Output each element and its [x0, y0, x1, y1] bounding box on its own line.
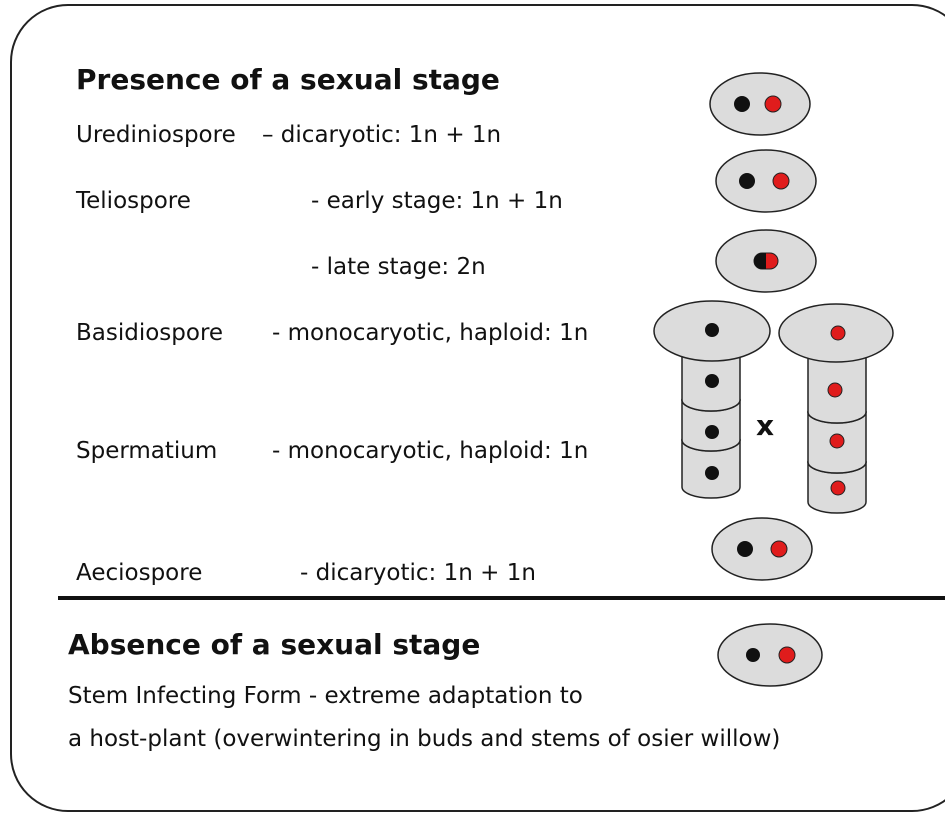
cross-symbol: x — [756, 409, 774, 442]
left-spore-chain-icon — [654, 301, 770, 498]
stem-infecting-form-cell-icon — [718, 624, 822, 686]
aeciospore-cell-icon — [712, 518, 812, 580]
teliospore-early-cell-icon — [716, 150, 816, 212]
urediniospore-cell-icon — [710, 73, 810, 135]
right-spore-chain-icon — [779, 304, 893, 513]
teliospore-late-cell-icon — [716, 230, 816, 292]
